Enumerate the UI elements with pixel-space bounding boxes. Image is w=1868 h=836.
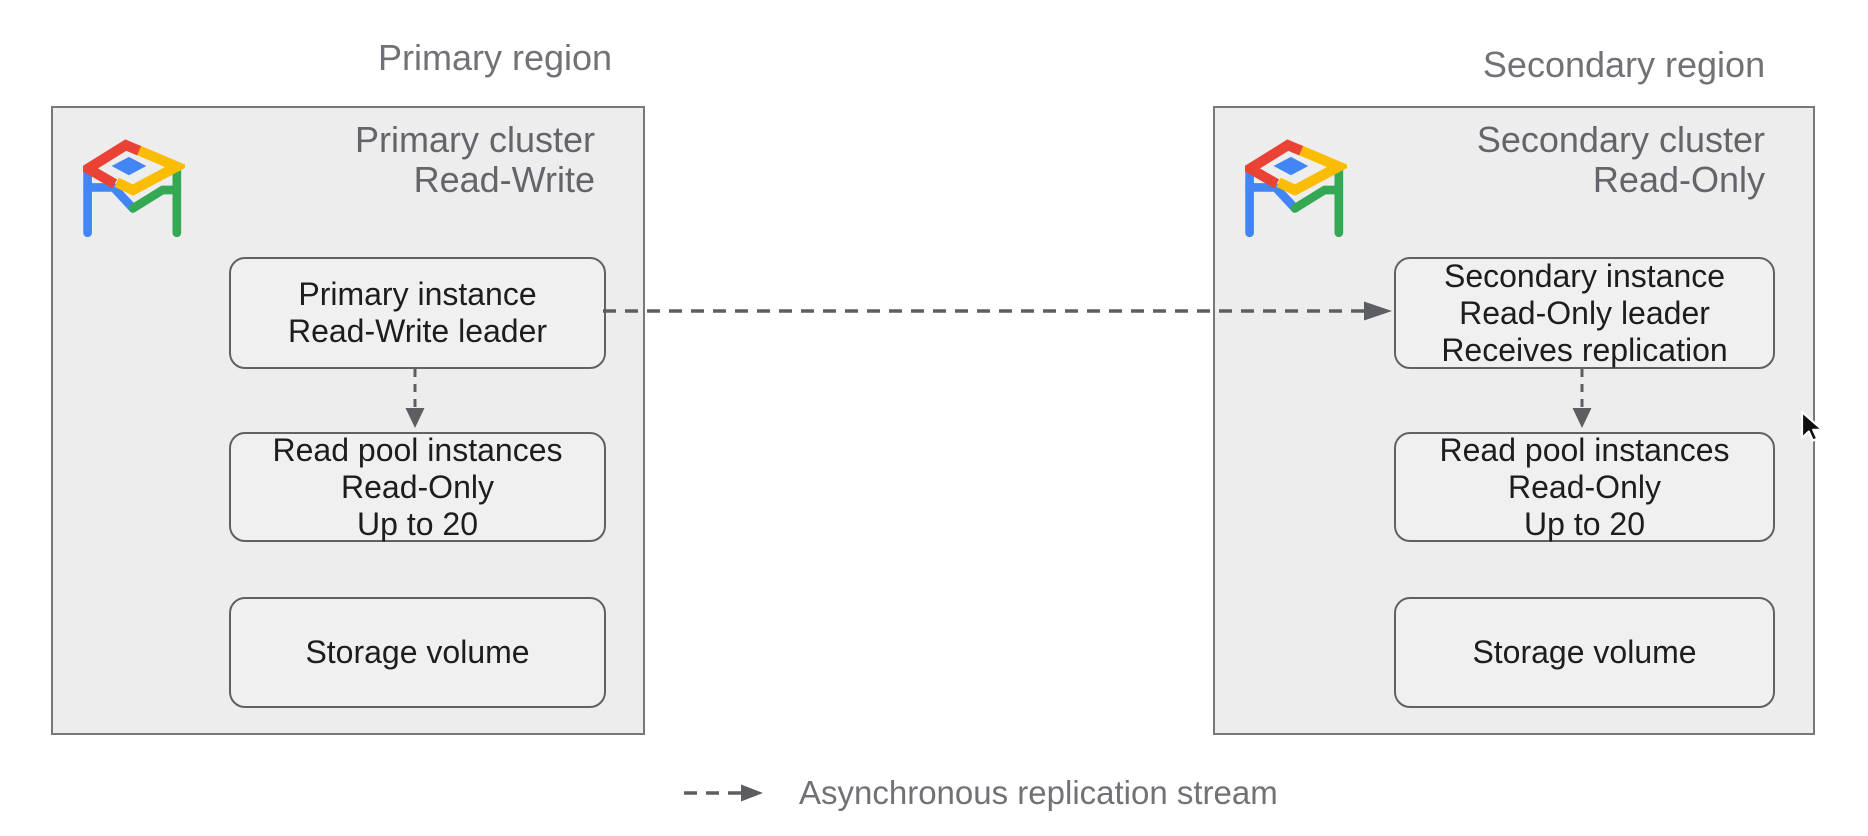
secondary-storage-node: Storage volume <box>1394 597 1775 708</box>
node-label-line: Up to 20 <box>1524 505 1645 542</box>
primary-cluster-container: Primary cluster Read-Write Primary insta… <box>51 106 645 735</box>
node-label-line: Read-Write leader <box>287 313 548 349</box>
secondary-read-pool-node: Read pool instances Read-Only Up to 20 <box>1394 432 1775 542</box>
node-label-line: Read-Only <box>341 468 494 505</box>
instance-to-readpool-arrow <box>1572 369 1592 428</box>
cluster-title-line: Secondary cluster <box>1476 119 1765 160</box>
node-label-line: Read pool instances <box>272 431 563 468</box>
node-label-line: Read-Only leader <box>1459 294 1710 331</box>
mouse-cursor <box>1800 410 1824 442</box>
secondary-region-label: Secondary region <box>1482 44 1766 85</box>
instance-to-readpool-arrow <box>405 369 425 428</box>
alloydb-icon <box>83 139 185 238</box>
node-label-line: Receives replication <box>1441 331 1728 368</box>
legend: Asynchronous replication stream <box>683 771 1278 815</box>
primary-read-pool-node: Read pool instances Read-Only Up to 20 <box>229 432 606 542</box>
cluster-title-line: Primary cluster <box>354 119 595 160</box>
node-label-line: Storage volume <box>305 634 530 670</box>
alloydb-icon <box>1245 139 1347 238</box>
primary-cluster-title: Primary cluster Read-Write <box>355 120 595 200</box>
node-label-line: Storage volume <box>1472 634 1697 670</box>
secondary-cluster-title: Secondary cluster Read-Only <box>1477 120 1765 200</box>
primary-storage-node: Storage volume <box>229 597 606 708</box>
cluster-title-line: Read-Write <box>413 159 595 200</box>
primary-instance-node: Primary instance Read-Write leader <box>229 257 606 369</box>
primary-region-label: Primary region <box>377 37 613 78</box>
dashed-arrow-icon <box>684 784 763 802</box>
node-label-line: Secondary instance <box>1443 257 1726 294</box>
async-replication-arrow <box>603 301 1392 321</box>
secondary-instance-node: Secondary instance Read-Only leader Rece… <box>1394 257 1775 369</box>
node-label-line: Up to 20 <box>357 505 478 542</box>
node-label-line: Read pool instances <box>1439 431 1730 468</box>
node-label-line: Read-Only <box>1508 468 1661 505</box>
secondary-cluster-container: Secondary cluster Read-Only Secondary in… <box>1213 106 1815 735</box>
cluster-title-line: Read-Only <box>1592 159 1765 200</box>
legend-label: Asynchronous replication stream <box>799 774 1278 811</box>
node-label-line: Primary instance <box>298 276 537 312</box>
